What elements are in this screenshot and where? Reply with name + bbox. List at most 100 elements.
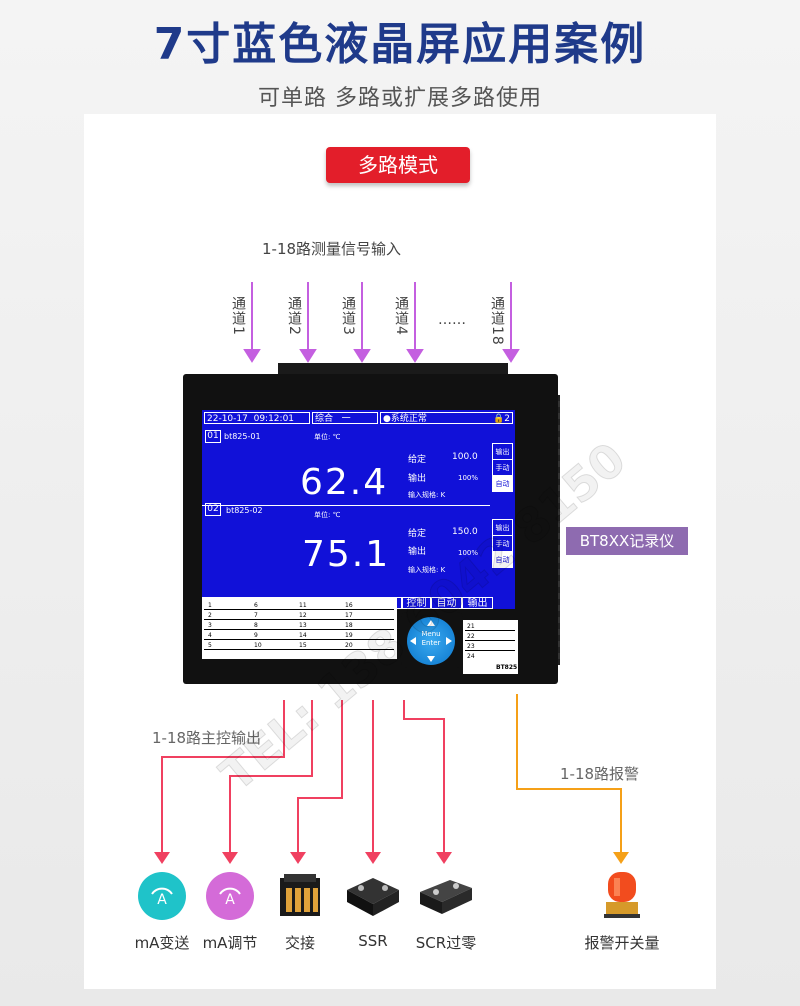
terminal-number: 18 bbox=[345, 622, 353, 629]
ma-regulator-icon: A bbox=[206, 872, 254, 920]
ellipsis: …… bbox=[438, 312, 466, 328]
lock-count: 2 bbox=[504, 414, 510, 424]
terminal-number: 22 bbox=[467, 633, 475, 640]
control-output-caption: 1-18路主控输出 bbox=[152, 729, 262, 747]
terminal-number: 17 bbox=[345, 612, 353, 619]
terminal-number: 23 bbox=[467, 643, 475, 650]
channel-label: 通道1 bbox=[230, 296, 246, 336]
terminal-number: 19 bbox=[345, 632, 353, 639]
page-subtitle: 可单路 多路或扩展多路使用 bbox=[258, 86, 542, 111]
contactor-icon bbox=[280, 874, 320, 916]
alarm-arrowhead bbox=[613, 852, 629, 864]
setpoint-value: 150.0 bbox=[452, 527, 478, 537]
output-arrowhead bbox=[365, 852, 381, 864]
svg-text:A: A bbox=[157, 892, 167, 908]
loop-unit: 单位: ℃ bbox=[314, 511, 341, 519]
datetime-box: 22-10-17 09:12:01 bbox=[204, 412, 310, 424]
input-spec: 输入规格: K bbox=[408, 491, 446, 499]
output-arrowhead bbox=[154, 852, 170, 864]
menu-item[interactable]: 自动 bbox=[431, 597, 462, 609]
menu-item[interactable]: 输出 bbox=[462, 597, 493, 609]
alarm-light-icon bbox=[604, 872, 640, 918]
output-line bbox=[161, 700, 285, 852]
ma-transmitter-icon: A bbox=[138, 872, 186, 920]
channel-label: 通道4 bbox=[393, 296, 409, 336]
terminal-number: 10 bbox=[254, 642, 262, 649]
device-top bbox=[278, 363, 508, 377]
terminal-number: 24 bbox=[467, 653, 475, 660]
loop-value: 75.1 bbox=[302, 534, 391, 575]
output-arrowhead bbox=[436, 852, 452, 864]
output-line bbox=[229, 700, 313, 852]
input-arrowhead bbox=[353, 349, 371, 363]
lock-indicator: 🔒2 bbox=[493, 413, 510, 425]
side-button-manual[interactable]: 手动 bbox=[492, 459, 513, 476]
terminal-number: 7 bbox=[254, 612, 258, 619]
alarm-line bbox=[516, 694, 622, 852]
input-arrowhead bbox=[243, 349, 261, 363]
page-title: 7寸蓝色液晶屏应用案例 bbox=[153, 19, 647, 70]
input-arrowhead bbox=[502, 349, 520, 363]
terminal-number: 16 bbox=[345, 602, 353, 609]
knob-arrows-icon bbox=[410, 620, 452, 662]
terminal-number: 21 bbox=[467, 623, 475, 630]
mode-badge: 多路模式 bbox=[326, 147, 470, 183]
terminal-number: 5 bbox=[208, 642, 212, 649]
terminal-number: 9 bbox=[254, 632, 258, 639]
output-label: 输出 bbox=[408, 547, 427, 557]
input-arrowhead bbox=[406, 349, 424, 363]
side-button-output[interactable]: 输出 bbox=[492, 443, 513, 460]
system-status: ●系统正常 bbox=[383, 414, 427, 424]
recorder-badge: BT8XX记录仪 bbox=[566, 527, 688, 555]
terminal-number: 12 bbox=[299, 612, 307, 619]
terminal-number: 20 bbox=[345, 642, 353, 649]
channel-label: 通道2 bbox=[286, 296, 302, 336]
terminal-number: 14 bbox=[299, 632, 307, 639]
side-button-auto[interactable]: 自动 bbox=[492, 475, 513, 492]
output-value: 100% bbox=[458, 474, 479, 482]
setpoint-label: 给定 bbox=[408, 529, 427, 539]
time: 09:12:01 bbox=[253, 414, 295, 424]
terminal-number: 2 bbox=[208, 612, 212, 619]
terminal-number: 6 bbox=[254, 602, 258, 609]
terminal-number: 4 bbox=[208, 632, 212, 639]
terminal-number: 3 bbox=[208, 622, 212, 629]
input-spec: 输入规格: K bbox=[408, 566, 446, 574]
output-label: mA变送 bbox=[134, 934, 190, 952]
loop-unit: 单位: ℃ bbox=[314, 433, 341, 441]
loop-divider bbox=[202, 505, 490, 506]
output-line bbox=[297, 700, 343, 852]
output-label: 交接 bbox=[284, 934, 315, 952]
terminal-number: 11 bbox=[299, 602, 307, 609]
terminal-number: 15 bbox=[299, 642, 307, 649]
lock-icon: 🔒 bbox=[493, 414, 505, 424]
terminal-label-panel: 1 2 3 4 5 6 7 8 9 10 11 12 13 14 15 16 1… bbox=[202, 597, 397, 659]
channel-label: 通道3 bbox=[340, 296, 356, 336]
output-label: 报警开关量 bbox=[584, 934, 660, 952]
mode-box: 综合 一 bbox=[312, 412, 378, 424]
svg-text:A: A bbox=[225, 892, 235, 908]
output-arrowhead bbox=[222, 852, 238, 864]
input-arrowhead bbox=[299, 349, 317, 363]
status-box: ●系统正常 🔒2 bbox=[380, 412, 513, 424]
menu-item[interactable]: 控制 bbox=[402, 597, 431, 609]
loop-name: bt825-02 bbox=[226, 506, 263, 515]
mode-value: 一 bbox=[341, 414, 351, 424]
loop-value: 62.4 bbox=[300, 462, 389, 503]
output-label: SSR bbox=[358, 932, 388, 950]
output-arrowhead bbox=[290, 852, 306, 864]
alarm-caption: 1-18路报警 bbox=[560, 765, 640, 783]
terminal-number: 8 bbox=[254, 622, 258, 629]
scr-module-icon bbox=[420, 880, 472, 914]
knob-label-menu: Menu bbox=[421, 630, 441, 638]
output-label: mA调节 bbox=[202, 934, 258, 952]
terminal-number: 13 bbox=[299, 622, 307, 629]
output-line bbox=[403, 700, 445, 852]
channel-label: 通道18 bbox=[489, 296, 505, 346]
side-button-auto[interactable]: 自动 bbox=[492, 551, 513, 568]
model-label: BT825 bbox=[496, 664, 518, 671]
ssr-icon bbox=[347, 878, 399, 916]
loop-name: bt825-01 bbox=[224, 432, 261, 441]
loop-index: 01 bbox=[205, 430, 221, 443]
